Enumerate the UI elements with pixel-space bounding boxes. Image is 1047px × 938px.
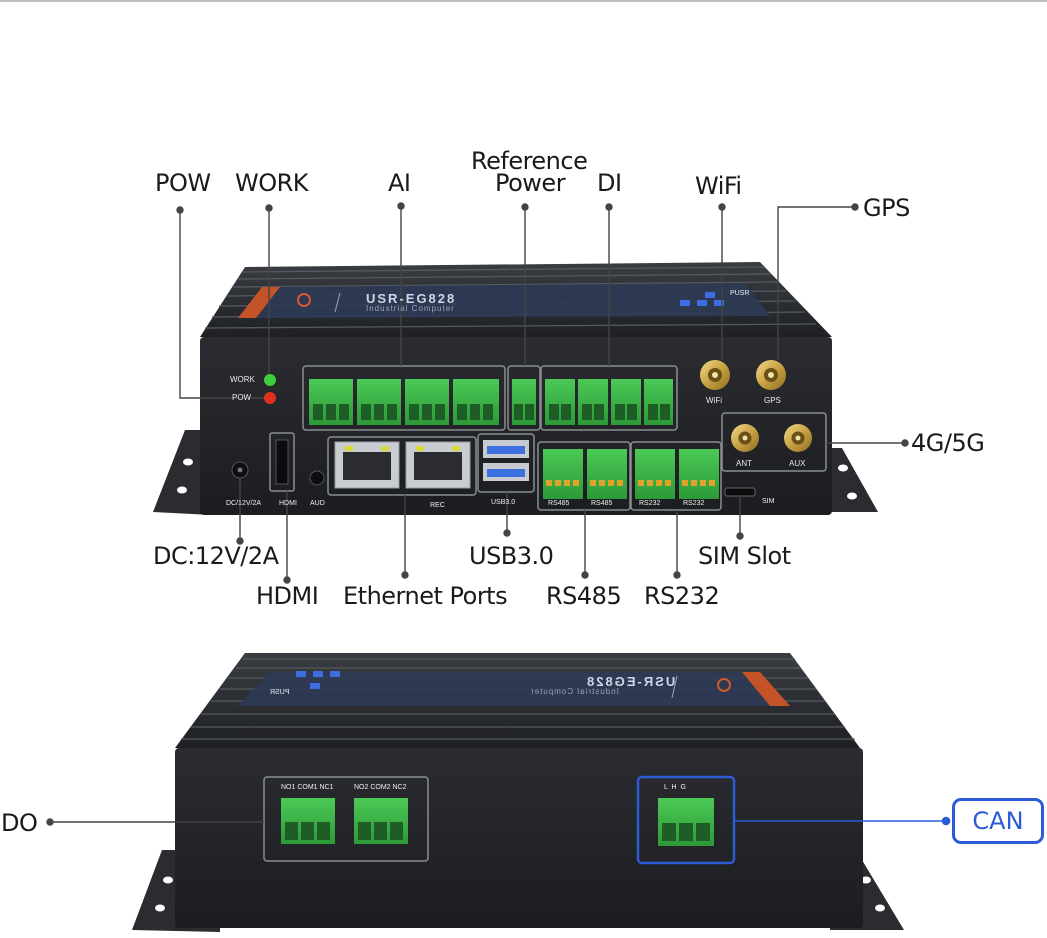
do-terminals [281, 798, 408, 844]
led-work-label: WORK [230, 375, 255, 384]
callout-reference-power-line1: Reference [471, 147, 588, 175]
rs485-terminals [543, 449, 627, 499]
brand-logo-icon [717, 678, 731, 692]
callout-lines-back [46, 818, 264, 826]
callout-wifi: WiFi [695, 172, 742, 200]
di-terminals [545, 379, 673, 425]
callout-pow: POW [155, 169, 211, 197]
back-face [175, 748, 863, 928]
can-terminal [658, 798, 714, 846]
can-pins-label: L H G [664, 784, 686, 791]
port-rec-label: REC [430, 502, 445, 509]
left-mounting-ear [153, 430, 212, 515]
led-pow-label: POW [232, 393, 252, 402]
callout-work: WORK [235, 169, 309, 197]
port-rs485a-label: RS485 [548, 500, 570, 507]
work-led-icon [264, 374, 276, 386]
callout-gps: GPS [863, 194, 910, 222]
back-pusr-text: PUSR [270, 689, 290, 696]
callout-sim-slot: SIM Slot [698, 542, 791, 570]
wifi-antenna-icon [700, 360, 730, 390]
front-pusr-text: PUSR [730, 290, 750, 297]
usb-port-icon [483, 440, 529, 481]
device-back [132, 653, 904, 932]
ethernet-port-icon [405, 441, 471, 489]
port-dc-label: DC/12V/2A [226, 500, 262, 507]
ant-gps-label: GPS [764, 396, 781, 405]
port-rs232a-label: RS232 [639, 500, 661, 507]
can-group-outline [636, 775, 736, 865]
port-sim-label: SIM [762, 498, 775, 505]
aux-antenna-icon [784, 424, 812, 452]
pow-led-icon [264, 392, 276, 404]
ant-ant-label: ANT [736, 459, 752, 468]
rs232-terminals [635, 449, 719, 499]
callout-do: DO [1, 809, 38, 837]
right-mounting-ear [820, 448, 878, 512]
callout-can-badge: CAN [952, 798, 1044, 844]
device-front [153, 262, 878, 515]
callout-di: DI [597, 169, 622, 197]
callout-reference-power-line2: Power [495, 169, 566, 197]
ai-group-outline [302, 365, 506, 431]
gps-antenna-icon [756, 360, 786, 390]
ant-aux-label: AUX [789, 459, 806, 468]
back-subtitle-text: Industrial Computer [530, 687, 619, 696]
front-subtitle-text: Industrial Computer [366, 304, 455, 313]
brand-logo-icon [297, 293, 311, 307]
sim-slot-icon [724, 487, 756, 497]
do-pins-1-label: NO1 COM1 NC1 [281, 784, 334, 791]
port-usb-label: USB3.0 [491, 499, 516, 506]
callout-rs485: RS485 [546, 582, 622, 610]
port-rs232b-label: RS232 [683, 500, 705, 507]
do-pins-2-label: NO2 COM2 NC2 [354, 784, 407, 791]
aud-jack-icon [309, 470, 325, 486]
ant-antenna-icon [731, 424, 759, 452]
port-rs485b-label: RS485 [591, 500, 613, 507]
callout-lines-front [176, 202, 909, 584]
port-hdmi-label: HDMI [279, 500, 297, 507]
ant-wifi-label: WiFi [706, 396, 722, 405]
front-brand-text: USR-EG828 [366, 291, 457, 306]
callout-ethernet: Ethernet Ports [343, 582, 508, 610]
ai-terminals [309, 379, 499, 425]
callout-ai: AI [388, 169, 411, 197]
callout-usb: USB3.0 [469, 542, 554, 570]
port-aud-label: AUD [310, 500, 325, 507]
hdmi-port-icon [275, 439, 289, 485]
ethernet-port-icon [334, 441, 400, 489]
callout-rs232: RS232 [644, 582, 720, 610]
callout-dc: DC:12V/2A [153, 542, 279, 570]
callout-4g5g: 4G/5G [911, 429, 985, 457]
callout-hdmi: HDMI [256, 582, 319, 610]
